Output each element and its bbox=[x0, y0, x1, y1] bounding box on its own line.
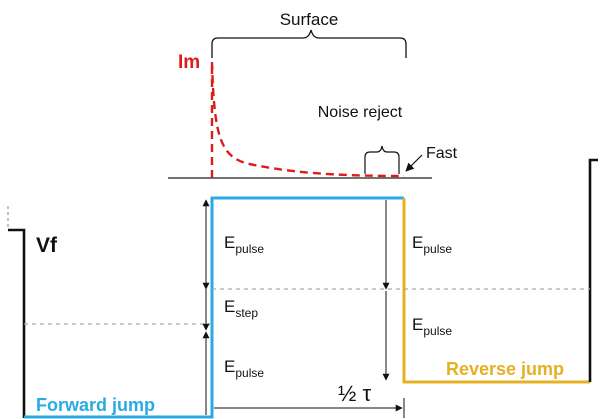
e-pulse-label-upper-right: Epulse bbox=[412, 233, 452, 256]
e-pulse-label-lower-left: Epulse bbox=[224, 357, 264, 380]
e-pulse-label-lower-right: Epulse bbox=[412, 315, 452, 338]
right-waveform bbox=[588, 158, 598, 382]
forward-jump-trace bbox=[24, 196, 404, 419]
vf-label: Vf bbox=[36, 234, 58, 257]
noise-reject-brace bbox=[364, 145, 400, 174]
e-step-label: Estep bbox=[224, 297, 258, 320]
reverse-jump-label: Reverse jump bbox=[446, 359, 564, 379]
noise-reject-label: Noise reject bbox=[318, 104, 403, 121]
reverse-jump-trace bbox=[402, 198, 590, 384]
surface-brace bbox=[211, 29, 407, 58]
im-label: Im bbox=[178, 52, 200, 73]
im-trace bbox=[210, 61, 405, 178]
vf-waveform bbox=[8, 228, 26, 418]
surface-label: Surface bbox=[280, 10, 339, 29]
e-pulse-label-upper-left: Epulse bbox=[224, 233, 264, 256]
forward-jump-label: Forward jump bbox=[36, 395, 155, 415]
fast-label: Fast bbox=[426, 145, 458, 162]
half-tau-label: ½ τ bbox=[338, 381, 371, 406]
fast-pointer bbox=[405, 154, 423, 172]
